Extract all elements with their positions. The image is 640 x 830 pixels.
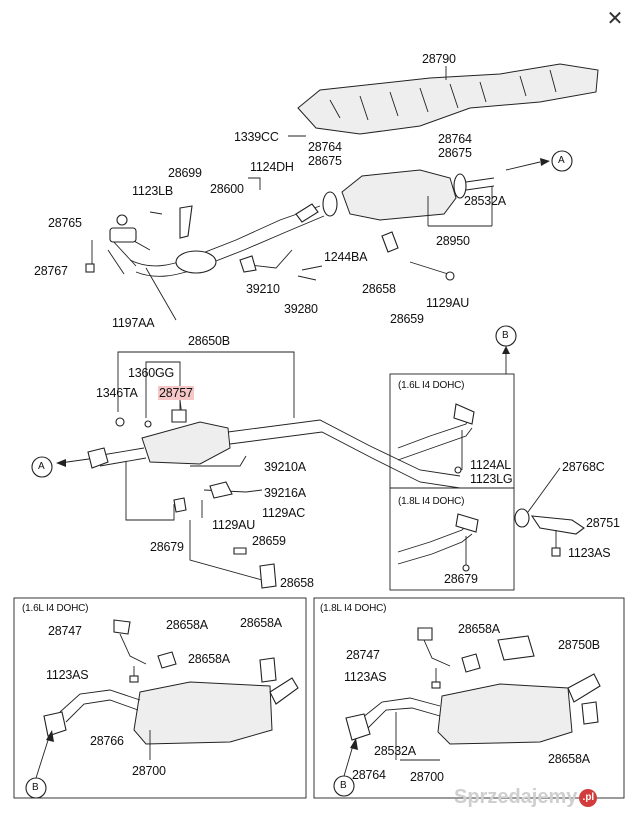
- part-label-28532a-top[interactable]: 28532A: [464, 194, 506, 208]
- part-label-28658a-left-2[interactable]: 28658A: [240, 616, 282, 630]
- heat-shield-shape: [297, 63, 599, 135]
- part-label-28700-left[interactable]: 28700: [132, 764, 166, 778]
- part-label-28650b[interactable]: 28650B: [188, 334, 230, 348]
- box-label-18l-top: (1.8L I4 DOHC): [398, 496, 465, 507]
- front-pipe-shape: [107, 205, 325, 277]
- part-label-28747-left[interactable]: 28747: [48, 624, 82, 638]
- part-label-28764-top[interactable]: 28764: [438, 132, 472, 146]
- part-label-1123lb[interactable]: 1123LB: [132, 184, 173, 198]
- part-label-28659-top[interactable]: 28659: [390, 312, 424, 326]
- part-label-28675-top[interactable]: 28675: [438, 146, 472, 160]
- part-label-28751[interactable]: 28751: [586, 516, 620, 530]
- ref-circle-a-right: A: [558, 155, 565, 166]
- part-label-28764-mid[interactable]: 28764: [308, 140, 342, 154]
- part-label-28764-right[interactable]: 28764: [352, 768, 386, 782]
- watermark-logo: Sprzedajemy.pl: [454, 786, 598, 809]
- box-label-16l-bottom: (1.6L I4 DOHC): [22, 603, 89, 614]
- watermark-badge: .pl: [579, 788, 598, 807]
- part-label-28790[interactable]: 28790: [422, 52, 456, 66]
- close-button[interactable]: ✕: [606, 8, 624, 30]
- catalytic-converter-shape: [322, 169, 495, 221]
- part-label-28950[interactable]: 28950: [436, 234, 470, 248]
- part-label-28679-mid[interactable]: 28679: [150, 540, 184, 554]
- part-label-1123as-left[interactable]: 1123AS: [46, 668, 89, 682]
- part-label-1346ta[interactable]: 1346TA: [96, 386, 138, 400]
- part-label-28757-highlighted[interactable]: 28757: [158, 386, 194, 400]
- part-label-28532a-right[interactable]: 28532A: [374, 744, 416, 758]
- part-label-1129au-top[interactable]: 1129AU: [426, 296, 470, 310]
- part-label-39210[interactable]: 39210: [246, 282, 280, 296]
- part-label-39216a[interactable]: 39216A: [264, 486, 306, 500]
- ref-circle-b-right: B: [340, 780, 347, 791]
- part-label-1244ba[interactable]: 1244BA: [324, 250, 368, 264]
- part-label-28658a-right-1[interactable]: 28658A: [458, 622, 500, 636]
- ref-circle-a-left: A: [38, 461, 45, 472]
- ref-circle-b-left: B: [32, 782, 39, 793]
- part-label-28766[interactable]: 28766: [90, 734, 124, 748]
- part-label-28747-right[interactable]: 28747: [346, 648, 380, 662]
- watermark-text: Sprzedajemy: [454, 786, 578, 808]
- part-label-28600[interactable]: 28600: [210, 182, 244, 196]
- part-label-39280[interactable]: 39280: [284, 302, 318, 316]
- part-label-28700-right[interactable]: 28700: [410, 770, 444, 784]
- box-label-16l-top: (1.6L I4 DOHC): [398, 380, 465, 391]
- part-label-1123as-right[interactable]: 1123AS: [568, 546, 611, 560]
- part-label-1197aa[interactable]: 1197AA: [112, 316, 155, 330]
- part-label-28679-box[interactable]: 28679: [444, 572, 478, 586]
- part-label-1129ac[interactable]: 1129AC: [262, 506, 306, 520]
- center-pipe-shape: [87, 419, 461, 489]
- rear-muffler-right-shape: [345, 673, 601, 745]
- part-label-1129au-mid[interactable]: 1129AU: [212, 518, 256, 532]
- part-label-28699[interactable]: 28699: [168, 166, 202, 180]
- part-label-1124dh[interactable]: 1124DH: [250, 160, 294, 174]
- ref-circle-b-top: B: [502, 330, 509, 341]
- part-label-28675-mid[interactable]: 28675: [308, 154, 342, 168]
- part-label-28658-mid[interactable]: 28658: [280, 576, 314, 590]
- part-label-28768c[interactable]: 28768C: [562, 460, 605, 474]
- part-label-28765[interactable]: 28765: [48, 216, 82, 230]
- part-label-1123as-right-box[interactable]: 1123AS: [344, 670, 387, 684]
- part-label-1124al[interactable]: 1124AL: [470, 458, 511, 472]
- part-label-28658a-left-1[interactable]: 28658A: [166, 618, 208, 632]
- part-label-1339cc[interactable]: 1339CC: [234, 130, 279, 144]
- part-label-28750b[interactable]: 28750B: [558, 638, 600, 652]
- box-label-18l-bottom: (1.8L I4 DOHC): [320, 603, 387, 614]
- part-label-1123lg[interactable]: 1123LG: [470, 472, 513, 486]
- part-label-1360gg[interactable]: 1360GG: [128, 366, 175, 380]
- part-label-28658-top[interactable]: 28658: [362, 282, 396, 296]
- part-label-28659-mid[interactable]: 28659: [252, 534, 286, 548]
- part-label-39210a[interactable]: 39210A: [264, 460, 306, 474]
- part-label-28658a-right-2[interactable]: 28658A: [548, 752, 590, 766]
- rear-muffler-left-shape: [43, 677, 299, 745]
- part-label-28658a-left-3[interactable]: 28658A: [188, 652, 230, 666]
- part-label-28767[interactable]: 28767: [34, 264, 68, 278]
